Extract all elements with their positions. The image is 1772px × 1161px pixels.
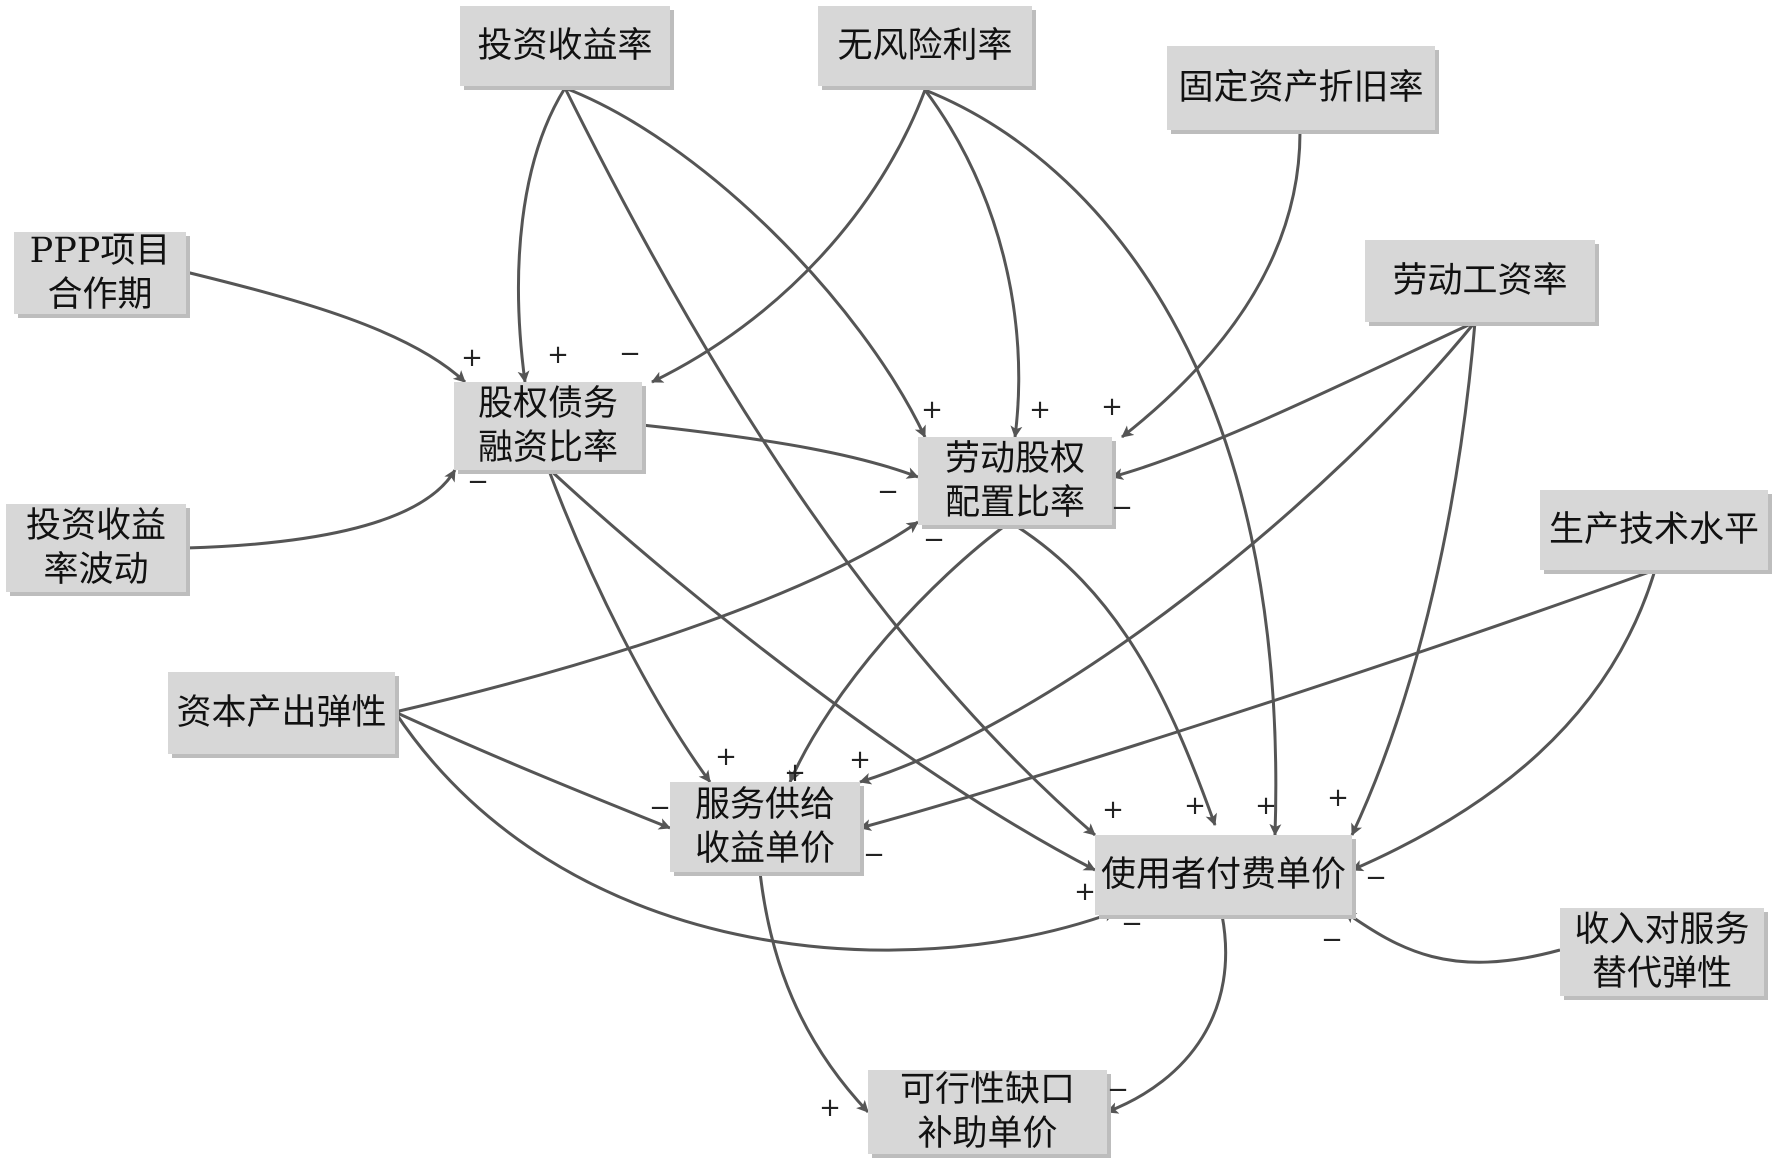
edge-service-price-to-vgf-price [758, 871, 870, 1114]
sign-volatility-equity-debt: − [467, 467, 489, 497]
node-riskfree: 无风险利率 [818, 6, 1032, 86]
edge-capital-elasticity-to-user-price [393, 711, 1116, 952]
edge-income-elasticity-to-user-price [1344, 910, 1561, 964]
sign-labor-equity-service-price: + [784, 758, 806, 788]
sign-labor-equity-user-price: + [1255, 791, 1277, 821]
sign-wage-labor-equity: − [1111, 493, 1133, 523]
edge-riskfree-to-equity-debt [651, 89, 927, 384]
edge-equity-debt-to-user-price [546, 466, 1096, 872]
sign-tech-service-price: − [863, 840, 885, 870]
sign-riskfree-labor-equity: + [1029, 395, 1051, 425]
sign-riskfree-user-price: + [1074, 877, 1096, 907]
edge-riskfree-to-user-price [924, 88, 1282, 836]
edge-capital-elasticity-to-labor-equity [394, 520, 919, 714]
sign-wage-user-price: + [1327, 783, 1349, 813]
sign-service-price-vgf: + [819, 1093, 841, 1123]
sign-roi-equity-debt: + [547, 340, 569, 370]
node-tech-level: 生产技术水平 [1540, 490, 1768, 570]
node-user-price: 使用者付费单价 [1095, 835, 1352, 915]
edge-tech-level-to-service-price [859, 568, 1656, 831]
edge-wage-to-service-price [859, 321, 1477, 785]
sign-capital-service-price: − [649, 793, 671, 823]
edge-user-price-to-vgf-price [1106, 914, 1228, 1114]
sign-riskfree-equity-debt: − [619, 339, 641, 369]
edge-wage-to-labor-equity [1111, 320, 1476, 480]
sign-ppp-equity-debt: + [461, 343, 483, 373]
edge-depreciation-to-labor-equity [1121, 131, 1302, 439]
node-ppp-period: PPP项目 合作期 [14, 231, 186, 315]
edge-capital-elasticity-to-service-price [394, 710, 671, 830]
node-roi: 投资收益率 [460, 6, 670, 86]
sign-roi-labor-equity: + [921, 395, 943, 425]
edge-riskfree-to-labor-equity [923, 89, 1023, 438]
edge-equity-debt-to-labor-equity [641, 423, 919, 479]
edge-wage-to-user-price [1350, 321, 1477, 836]
sign-equity-debt-service-price: + [715, 742, 737, 772]
node-equity-debt: 股权债务 融资比率 [454, 382, 642, 470]
sign-tech-user-price: − [1365, 863, 1387, 893]
sign-equity-debt-user-price: + [1102, 795, 1124, 825]
sign-capital-user-price: − [1121, 909, 1143, 939]
sign-wage-service-price: + [849, 745, 871, 775]
edge-ppp-period-to-equity-debt [185, 270, 467, 384]
edge-roi-to-labor-equity [564, 86, 927, 438]
edge-equity-debt-to-service-price [546, 467, 712, 783]
node-depreciation: 固定资产折旧率 [1167, 46, 1435, 130]
node-income-elasticity: 收入对服务 替代弹性 [1560, 908, 1764, 996]
edge-tech-level-to-user-price [1351, 569, 1657, 872]
sign-equity-debt-labor-equity: − [877, 477, 899, 507]
sign-depreciation-labor-equity: + [1101, 392, 1123, 422]
sign-roi-user-price: + [1184, 791, 1206, 821]
sign-capital-labor-equity: − [923, 525, 945, 555]
node-labor-equity: 劳动股权 配置比率 [918, 437, 1112, 525]
edge-roi-to-equity-debt [517, 87, 567, 383]
node-roi-volatility: 投资收益 率波动 [6, 504, 186, 592]
edge-roi-to-user-price [563, 87, 1096, 837]
edge-roi-volatility-to-equity-debt [185, 469, 457, 550]
edge-labor-equity-to-service-price [788, 520, 1011, 783]
node-service-price: 服务供给 收益单价 [670, 782, 860, 872]
edge-labor-equity-to-user-price [1009, 520, 1217, 826]
node-wage: 劳动工资率 [1365, 240, 1595, 322]
node-capital-elasticity: 资本产出弹性 [168, 672, 395, 754]
sign-income-user-price: − [1321, 925, 1343, 955]
node-vgf-price: 可行性缺口 补助单价 [868, 1070, 1107, 1154]
sign-user-price-vgf: − [1107, 1075, 1129, 1105]
